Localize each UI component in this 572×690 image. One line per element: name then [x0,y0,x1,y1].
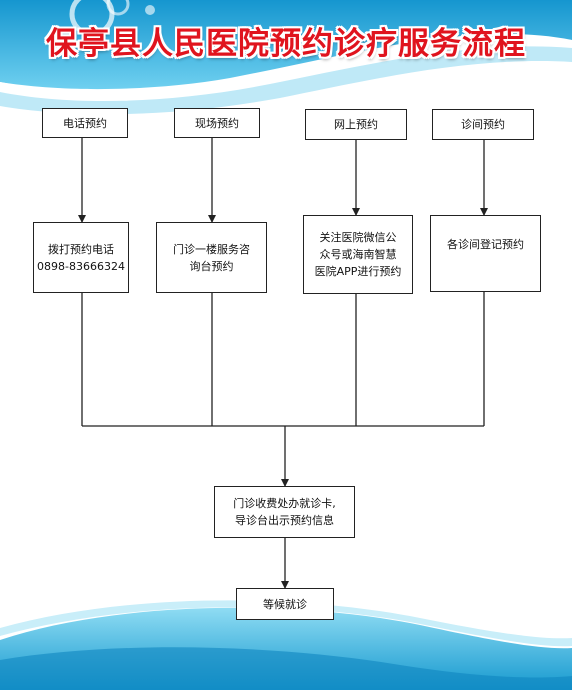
node-clinic-detail: 各诊间登记预约 [430,215,541,292]
node-clinic-booking: 诊间预约 [432,109,534,140]
node-online-booking: 网上预约 [305,109,407,140]
page-title: 保亭县人民医院预约诊疗服务流程 [46,26,526,62]
node-registration: 门诊收费处办就诊卡, 导诊台出示预约信息 [214,486,355,538]
node-onsite-detail: 门诊一楼服务咨 询台预约 [156,222,267,293]
node-onsite-booking: 现场预约 [174,108,260,138]
node-phone-detail: 拨打预约电话 0898-83666324 [33,222,129,293]
node-wait: 等候就诊 [236,588,334,620]
node-online-detail: 关注医院微信公 众号或海南智慧 医院APP进行预约 [303,215,413,294]
node-phone-booking: 电话预约 [42,108,128,138]
